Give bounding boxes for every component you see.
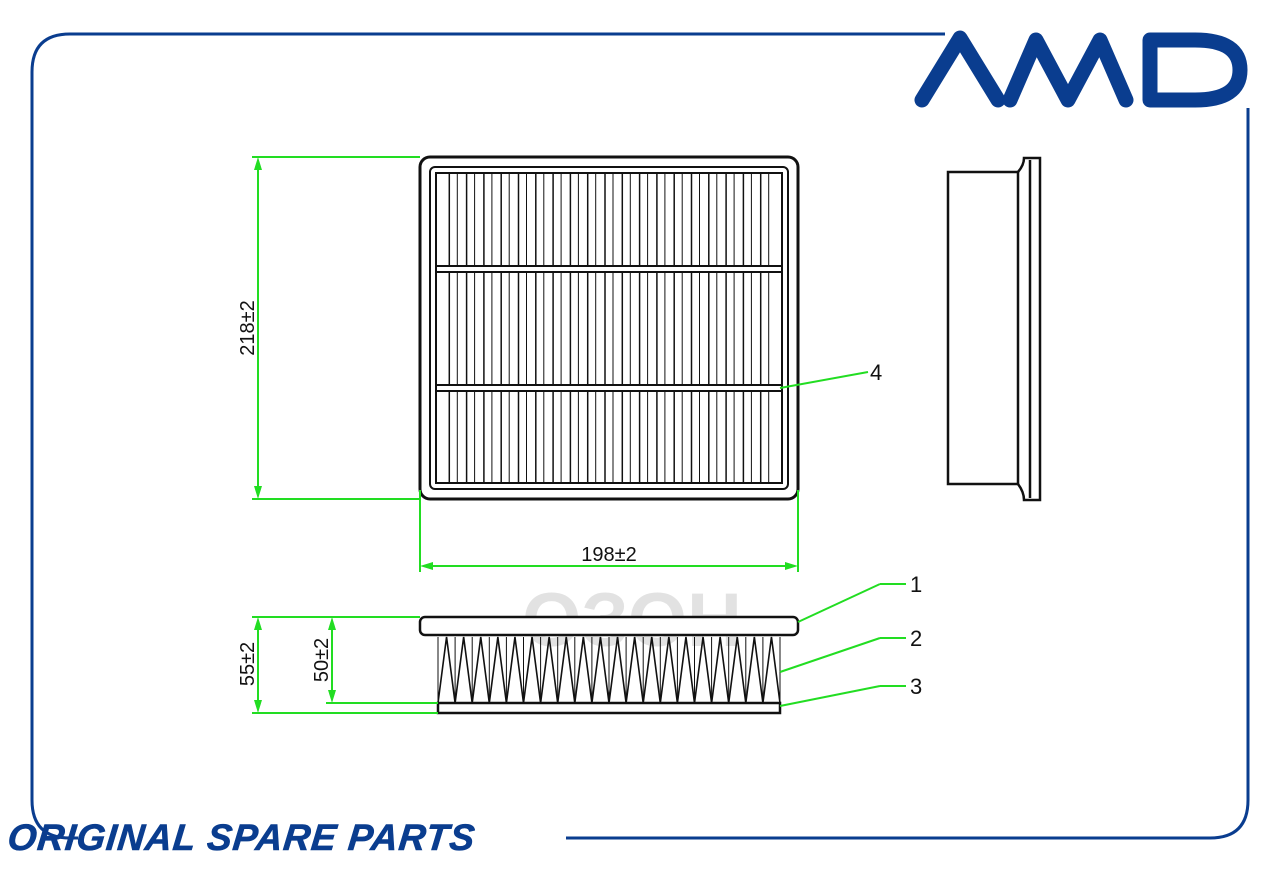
amd-logo	[914, 30, 1248, 108]
profile-view-bottom-plate	[436, 701, 782, 715]
dimension-total-depth-label: 55±2	[237, 642, 259, 686]
front-view	[418, 155, 800, 501]
front-view-pleats	[448, 173, 770, 483]
callout-3: 3	[910, 674, 922, 699]
profile-view	[418, 615, 800, 715]
profile-view-top-frame	[418, 615, 800, 637]
front-view-grid-bar-lower	[435, 384, 783, 392]
profile-view-pleats	[437, 636, 781, 704]
callout-4: 4	[870, 360, 882, 385]
dimension-pleat-depth-label: 50±2	[311, 638, 333, 682]
front-view-outer-frame	[418, 155, 800, 501]
callout-1: 1	[910, 572, 922, 597]
sheet-border	[30, 32, 1250, 840]
dimension-height-label: 218±2	[237, 300, 259, 355]
front-view-grid-bar-upper	[435, 265, 783, 273]
front-view-media-area	[435, 172, 783, 484]
footer-slogan: ORIGINAL SPARE PARTS	[6, 816, 478, 858]
side-view-frame	[1016, 156, 1042, 502]
callout-2: 2	[910, 626, 922, 651]
dimension-lines	[252, 156, 906, 714]
side-view	[946, 156, 1042, 502]
front-view-inner-frame	[429, 166, 789, 490]
dimension-width-label: 198±2	[581, 544, 636, 566]
side-view-body	[946, 170, 1020, 486]
